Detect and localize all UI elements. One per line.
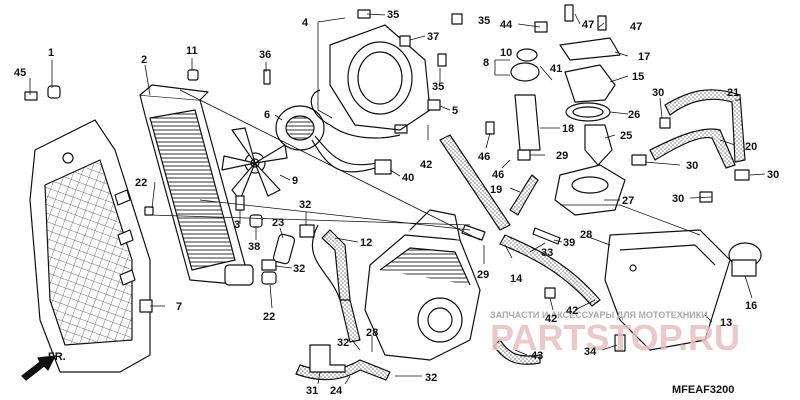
watermark-logo: PARTSTOP.RU xyxy=(490,317,740,358)
callout-7: 7 xyxy=(176,301,182,313)
callout-46a: 46 xyxy=(478,151,490,163)
callout-16: 16 xyxy=(745,300,757,312)
diagram-code: MFEAF3200 xyxy=(672,384,734,396)
callout-5: 5 xyxy=(452,105,458,117)
callout-2: 2 xyxy=(141,54,147,66)
callout-4: 4 xyxy=(302,17,309,29)
callout-28b: 28 xyxy=(366,327,378,339)
callout-35b: 35 xyxy=(432,81,444,93)
fan-motor xyxy=(275,105,391,173)
callout-32a: 32 xyxy=(299,199,311,211)
callout-8: 8 xyxy=(483,57,489,69)
thermostat-assembly xyxy=(510,37,626,216)
callout-36: 36 xyxy=(259,49,271,61)
callout-23: 23 xyxy=(272,217,284,229)
three-way-joint xyxy=(309,344,346,373)
callout-3: 3 xyxy=(234,219,240,231)
callout-numbers: 45 1 2 11 36 6 4 35 37 35 35 5 44 47 47 … xyxy=(14,9,779,397)
callout-32c: 32 xyxy=(337,337,349,349)
leader-lines xyxy=(29,13,766,385)
callout-26: 26 xyxy=(628,109,640,121)
callout-30b: 30 xyxy=(686,160,698,172)
callout-47b: 47 xyxy=(630,21,642,33)
radiator-core xyxy=(139,84,254,286)
callout-38: 38 xyxy=(248,241,260,253)
callout-46b: 46 xyxy=(492,169,504,181)
callout-6: 6 xyxy=(264,109,270,121)
front-label: FR. xyxy=(48,351,66,363)
spacer xyxy=(272,233,296,265)
callout-34: 34 xyxy=(584,346,597,358)
callout-13: 13 xyxy=(720,317,732,329)
callout-10: 10 xyxy=(500,47,512,59)
fan-shroud xyxy=(310,24,431,139)
callout-28a: 28 xyxy=(580,229,592,241)
callout-11: 11 xyxy=(186,45,198,57)
callout-42c: 42 xyxy=(566,305,578,317)
callout-17: 17 xyxy=(638,51,650,63)
engine-block xyxy=(364,209,481,361)
callout-30a: 30 xyxy=(652,87,664,99)
fasteners xyxy=(24,4,750,352)
callout-30c: 30 xyxy=(767,169,779,181)
radiator-shroud xyxy=(29,119,151,373)
callout-41: 41 xyxy=(550,63,562,75)
callout-32b: 32 xyxy=(293,263,305,275)
callout-25: 25 xyxy=(620,130,632,142)
callout-22b: 22 xyxy=(263,311,275,323)
callout-45: 45 xyxy=(14,67,26,79)
callout-9: 9 xyxy=(292,175,298,187)
callout-18: 18 xyxy=(562,123,574,135)
water-pipe xyxy=(311,224,350,301)
callout-31: 31 xyxy=(306,385,318,397)
callout-21: 21 xyxy=(727,87,739,99)
callout-33: 33 xyxy=(541,247,553,259)
callout-1: 1 xyxy=(48,47,54,59)
front-arrow-icon xyxy=(21,355,56,381)
callout-47a: 47 xyxy=(582,19,594,31)
callout-32d: 32 xyxy=(425,372,437,384)
callout-29b: 29 xyxy=(477,269,489,281)
callout-39: 39 xyxy=(563,237,575,249)
callout-30d: 30 xyxy=(672,193,684,205)
callout-42b: 42 xyxy=(545,313,557,325)
watermark-caption: ЗАПЧАСТИ И АКСЕССУАРЫ ДЛЯ МОТОТЕХНИКИ xyxy=(490,310,708,320)
cooling-fan xyxy=(221,127,288,201)
callout-20: 20 xyxy=(745,141,757,153)
reservoir-cap xyxy=(728,242,762,277)
callout-19: 19 xyxy=(490,184,502,196)
callout-42a: 42 xyxy=(420,159,432,171)
callout-40: 40 xyxy=(402,172,414,184)
callout-35c: 35 xyxy=(478,15,490,27)
callout-37: 37 xyxy=(427,31,439,43)
reserve-tank xyxy=(604,229,731,351)
callout-35a: 35 xyxy=(387,9,399,21)
bypass-pipe xyxy=(532,227,561,245)
callout-14: 14 xyxy=(510,273,523,285)
callout-15: 15 xyxy=(632,71,644,83)
callout-29a: 29 xyxy=(556,150,568,162)
callout-22a: 22 xyxy=(135,177,147,189)
callout-27: 27 xyxy=(622,195,634,207)
callout-24: 24 xyxy=(330,385,343,397)
callout-43: 43 xyxy=(531,350,543,362)
callout-44: 44 xyxy=(500,19,513,31)
callout-12: 12 xyxy=(360,237,372,249)
